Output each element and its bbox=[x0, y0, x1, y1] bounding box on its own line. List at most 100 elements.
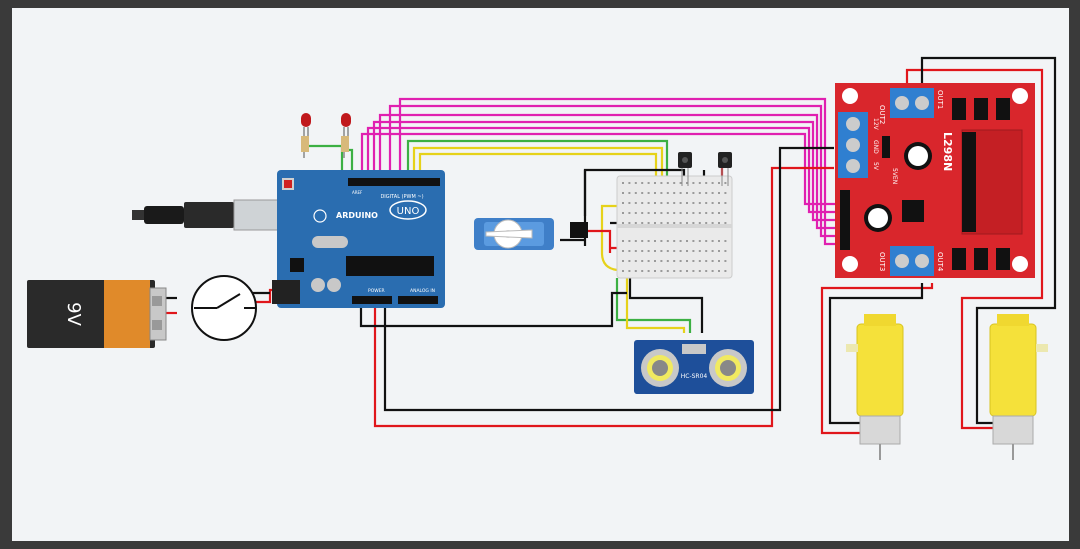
breadboard-hole bbox=[641, 240, 644, 242]
breadboard-hole bbox=[641, 202, 644, 204]
breadboard-hole bbox=[628, 202, 631, 204]
breadboard-hole bbox=[686, 250, 688, 252]
breadboard-hole bbox=[634, 202, 637, 204]
breadboard-hole bbox=[718, 260, 720, 262]
breadboard-hole bbox=[660, 250, 663, 252]
usb-cable bbox=[132, 199, 281, 231]
breadboard-hole bbox=[679, 240, 682, 242]
breadboard-hole bbox=[711, 260, 714, 262]
breadboard-hole bbox=[647, 202, 650, 204]
breadboard-hole bbox=[641, 182, 644, 184]
out1-label: OUT1 bbox=[936, 90, 944, 109]
breadboard-hole bbox=[647, 222, 650, 224]
breadboard-hole bbox=[692, 202, 695, 204]
breadboard-hole bbox=[679, 222, 682, 224]
breadboard-hole bbox=[718, 202, 720, 204]
arduino-uno[interactable]: DIGITAL (PWM ~) AREF ARDUINO UNO POWER A… bbox=[272, 170, 445, 308]
breadboard-hole bbox=[634, 260, 637, 262]
breadboard-hole bbox=[686, 202, 688, 204]
breadboard-hole bbox=[641, 250, 644, 252]
breadboard-hole bbox=[622, 270, 624, 272]
breadboard-hole bbox=[711, 222, 714, 224]
breadboard-hole bbox=[686, 212, 688, 214]
breadboard-hole bbox=[647, 182, 650, 184]
dc-motor-right[interactable] bbox=[989, 314, 1048, 460]
breadboard-hole bbox=[724, 260, 727, 262]
breadboard-hole bbox=[622, 212, 624, 214]
breadboard-hole bbox=[660, 182, 663, 184]
breadboard-hole bbox=[634, 222, 637, 224]
breadboard-hole bbox=[692, 222, 695, 224]
dc-motor-left[interactable] bbox=[846, 314, 904, 460]
breadboard-hole bbox=[628, 222, 631, 224]
breadboard-hole bbox=[692, 240, 695, 242]
breadboard-hole bbox=[686, 260, 688, 262]
breadboard-hole bbox=[724, 222, 727, 224]
breadboard-hole bbox=[634, 182, 637, 184]
ultrasonic-sensor[interactable]: HC-SR04 bbox=[634, 340, 754, 394]
power-switch[interactable] bbox=[191, 275, 257, 341]
breadboard-hole bbox=[654, 250, 656, 252]
l298n-driver[interactable]: OUT2 OUT1 OUT3 OUT4 12V GND 5V 5VEN L298… bbox=[835, 83, 1035, 278]
v5en-label: 5VEN bbox=[891, 168, 898, 184]
breadboard-hole bbox=[628, 260, 631, 262]
breadboard-hole bbox=[647, 212, 650, 214]
arduino-model: UNO bbox=[397, 206, 420, 217]
breadboard-hole bbox=[634, 250, 637, 252]
v12-label: 12V bbox=[872, 118, 879, 131]
breadboard-hole bbox=[673, 240, 676, 242]
breadboard-hole bbox=[622, 182, 624, 184]
breadboard-hole bbox=[634, 270, 637, 272]
driver-model: L298N bbox=[941, 132, 954, 171]
gnd-label: GND bbox=[872, 140, 879, 154]
breadboard-hole bbox=[666, 250, 669, 252]
breadboard-hole bbox=[666, 270, 669, 272]
ir-sensor-left[interactable] bbox=[678, 152, 692, 186]
breadboard-hole bbox=[628, 182, 631, 184]
breadboard-hole bbox=[698, 192, 701, 194]
out4-label: OUT4 bbox=[936, 252, 944, 272]
breadboard-hole bbox=[724, 240, 727, 242]
breadboard-hole bbox=[654, 260, 656, 262]
breadboard-hole bbox=[692, 270, 695, 272]
led-left[interactable] bbox=[301, 113, 311, 158]
breadboard-hole bbox=[711, 212, 714, 214]
breadboard-hole bbox=[705, 270, 708, 272]
breadboard-hole bbox=[724, 182, 727, 184]
breadboard-hole bbox=[686, 222, 688, 224]
breadboard-hole bbox=[660, 240, 663, 242]
breadboard-hole bbox=[641, 260, 644, 262]
breadboard-hole bbox=[724, 270, 727, 272]
breadboard-hole bbox=[692, 260, 695, 262]
breadboard-hole bbox=[641, 212, 644, 214]
breadboard-hole bbox=[698, 202, 701, 204]
breadboard-hole bbox=[673, 250, 676, 252]
breadboard-hole bbox=[666, 212, 669, 214]
breadboard[interactable] bbox=[616, 175, 733, 279]
breadboard-hole bbox=[673, 270, 676, 272]
breadboard-hole bbox=[622, 260, 624, 262]
battery-9v[interactable]: 9V bbox=[27, 280, 167, 348]
breadboard-hole bbox=[698, 182, 701, 184]
out3-label: OUT3 bbox=[878, 252, 886, 271]
breadboard-hole bbox=[660, 270, 663, 272]
breadboard-hole bbox=[724, 202, 727, 204]
breadboard-hole bbox=[673, 212, 676, 214]
breadboard-hole bbox=[654, 202, 656, 204]
servo-motor[interactable] bbox=[474, 218, 588, 250]
breadboard-hole bbox=[673, 260, 676, 262]
breadboard-hole bbox=[660, 212, 663, 214]
led-right[interactable] bbox=[341, 113, 351, 158]
breadboard-hole bbox=[692, 250, 695, 252]
breadboard-hole bbox=[660, 260, 663, 262]
breadboard-hole bbox=[628, 240, 631, 242]
breadboard-hole bbox=[641, 192, 644, 194]
breadboard-hole bbox=[686, 240, 688, 242]
breadboard-hole bbox=[622, 202, 624, 204]
breadboard-hole bbox=[705, 250, 708, 252]
breadboard-hole bbox=[654, 222, 656, 224]
digital-label: DIGITAL (PWM ~) bbox=[380, 194, 423, 200]
wire-black bbox=[162, 56, 1057, 425]
breadboard-hole bbox=[666, 260, 669, 262]
ir-sensor-right[interactable] bbox=[718, 152, 732, 186]
